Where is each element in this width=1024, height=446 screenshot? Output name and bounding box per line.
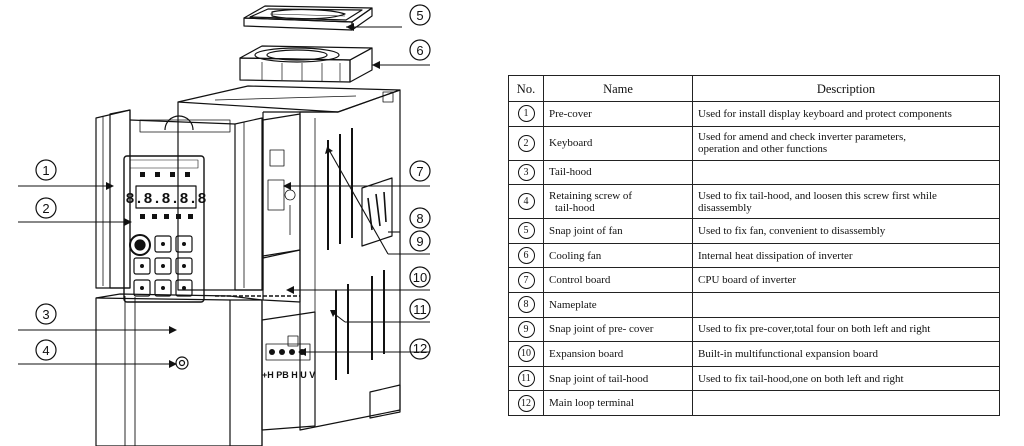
svg-text:4: 4 bbox=[42, 343, 49, 358]
table-row: 12 Main loop terminal bbox=[508, 390, 1000, 416]
table-row: 8 Nameplate bbox=[508, 291, 1000, 318]
callout-12: 12 bbox=[409, 338, 431, 360]
table-row: 10 Expansion board Built-in multifunctio… bbox=[508, 341, 1000, 367]
callout-11: 11 bbox=[409, 298, 431, 320]
keyboard-panel: 8.8.8.8.8 bbox=[123, 155, 207, 303]
row-name: Pre-cover bbox=[543, 101, 693, 127]
terminal-labels: +H PB H U V bbox=[262, 370, 315, 380]
row-description: Used to fix tail-hood, and loosen this s… bbox=[692, 184, 1000, 220]
header-name: Name bbox=[543, 75, 693, 102]
leader-arrows bbox=[106, 23, 380, 368]
row-name-line-2: tail-hood bbox=[555, 201, 595, 214]
svg-text:2: 2 bbox=[42, 201, 49, 216]
callout-7: 7 bbox=[409, 160, 431, 182]
row-description bbox=[692, 159, 1000, 186]
row-name: Expansion board bbox=[543, 341, 693, 367]
callout-3: 3 bbox=[35, 303, 57, 325]
row-description: Used to fix pre-cover,total four on both… bbox=[692, 316, 1000, 343]
table-row: 11 Snap joint of tail-hood Used to fix t… bbox=[508, 365, 1000, 392]
svg-text:7: 7 bbox=[416, 164, 423, 179]
row-name: Snap joint of pre- cover bbox=[543, 316, 693, 343]
parts-table: No. Name Description 1 Pre-cover Used fo… bbox=[508, 75, 1000, 416]
table-row: 2 Keyboard Used for amend and check inve… bbox=[508, 125, 1000, 161]
fan-snap-joint bbox=[243, 5, 373, 31]
row-number: 11 bbox=[517, 370, 535, 388]
row-name: Retaining screw of tail-hood bbox=[543, 184, 693, 220]
cooling-fan bbox=[239, 45, 373, 83]
row-number: 8 bbox=[517, 296, 535, 314]
row-number: 6 bbox=[517, 247, 535, 265]
row-number: 7 bbox=[517, 271, 535, 289]
svg-text:12: 12 bbox=[413, 341, 427, 356]
row-description: Used to fix fan, convenient to disassemb… bbox=[692, 218, 1000, 244]
row-description bbox=[692, 291, 1000, 318]
inverter-exploded-diagram: 8.8.8.8.8 bbox=[18, 4, 431, 446]
svg-text:5: 5 bbox=[416, 8, 423, 23]
row-number: 5 bbox=[517, 222, 535, 240]
row-name: Main loop terminal bbox=[543, 390, 693, 416]
row-description bbox=[692, 390, 1000, 416]
svg-text:8: 8 bbox=[416, 211, 423, 226]
callout-4: 4 bbox=[35, 339, 57, 361]
pre-cover bbox=[95, 109, 263, 291]
row-name: Nameplate bbox=[543, 291, 693, 318]
row-description-line-2: disassembly bbox=[698, 201, 752, 214]
row-description: CPU board of inverter bbox=[692, 267, 1000, 293]
housing-top bbox=[177, 85, 401, 113]
row-description: Used for amend and check inverter parame… bbox=[692, 125, 1000, 161]
display-digits: 8.8.8.8.8 bbox=[125, 191, 206, 208]
callout-1: 1 bbox=[35, 159, 57, 181]
row-description: Built-in multifunctional expansion board bbox=[692, 341, 1000, 367]
callout-8: 8 bbox=[409, 207, 431, 229]
row-number: 4 bbox=[517, 193, 535, 211]
row-description-line-1: Used to fix tail-hood, and loosen this s… bbox=[698, 189, 937, 202]
header-no: No. bbox=[508, 75, 544, 102]
tail-hood bbox=[95, 293, 263, 446]
row-description: Used to fix tail-hood,one on both left a… bbox=[692, 365, 1000, 392]
row-name: Cooling fan bbox=[543, 242, 693, 269]
main-loop-terminal: +H PB H U V bbox=[261, 311, 316, 431]
row-number: 12 bbox=[517, 394, 535, 412]
table-row: 5 Snap joint of fan Used to fix fan, con… bbox=[508, 218, 1000, 244]
row-name: Tail-hood bbox=[543, 159, 693, 186]
svg-text:6: 6 bbox=[416, 43, 423, 58]
row-name: Control board bbox=[543, 267, 693, 293]
row-name: Snap joint of fan bbox=[543, 218, 693, 244]
callout-2: 2 bbox=[35, 197, 57, 219]
row-name: Keyboard bbox=[543, 125, 693, 161]
row-number: 2 bbox=[517, 134, 535, 152]
header-description: Description bbox=[692, 75, 1000, 102]
callout-10: 10 bbox=[409, 266, 431, 288]
row-number: 3 bbox=[517, 163, 535, 181]
table-row: 6 Cooling fan Internal heat dissipation … bbox=[508, 242, 1000, 269]
svg-text:9: 9 bbox=[416, 234, 423, 249]
row-number: 1 bbox=[517, 105, 535, 123]
row-name: Snap joint of tail-hood bbox=[543, 365, 693, 392]
callout-6: 6 bbox=[409, 39, 431, 61]
table-row: 3 Tail-hood bbox=[508, 159, 1000, 186]
row-number: 9 bbox=[517, 320, 535, 338]
row-description: Internal heat dissipation of inverter bbox=[692, 242, 1000, 269]
table-row: 7 Control board CPU board of inverter bbox=[508, 267, 1000, 293]
table-row: 9 Snap joint of pre- cover Used to fix p… bbox=[508, 316, 1000, 343]
svg-text:3: 3 bbox=[42, 307, 49, 322]
svg-text:1: 1 bbox=[42, 163, 49, 178]
row-number: 10 bbox=[517, 345, 535, 363]
table-row: 1 Pre-cover Used for install display key… bbox=[508, 101, 1000, 127]
expansion-board bbox=[215, 249, 301, 303]
row-description: Used for install display keyboard and pr… bbox=[692, 101, 1000, 127]
svg-text:10: 10 bbox=[413, 270, 427, 285]
leader-lines bbox=[18, 26, 430, 365]
row-description-line-2: operation and other functions bbox=[698, 143, 828, 156]
nameplate bbox=[361, 177, 393, 247]
retaining-screw bbox=[175, 356, 189, 370]
row-description-line-1: Used for amend and check inverter parame… bbox=[698, 131, 906, 144]
callout-5: 5 bbox=[409, 4, 431, 26]
svg-text:11: 11 bbox=[413, 302, 427, 317]
table-header-row: No. Name Description bbox=[508, 75, 1000, 102]
table-row: 4 Retaining screw of tail-hood Used to f… bbox=[508, 184, 1000, 220]
row-name-line-1: Retaining screw of bbox=[549, 189, 633, 202]
callout-9: 9 bbox=[409, 230, 431, 252]
